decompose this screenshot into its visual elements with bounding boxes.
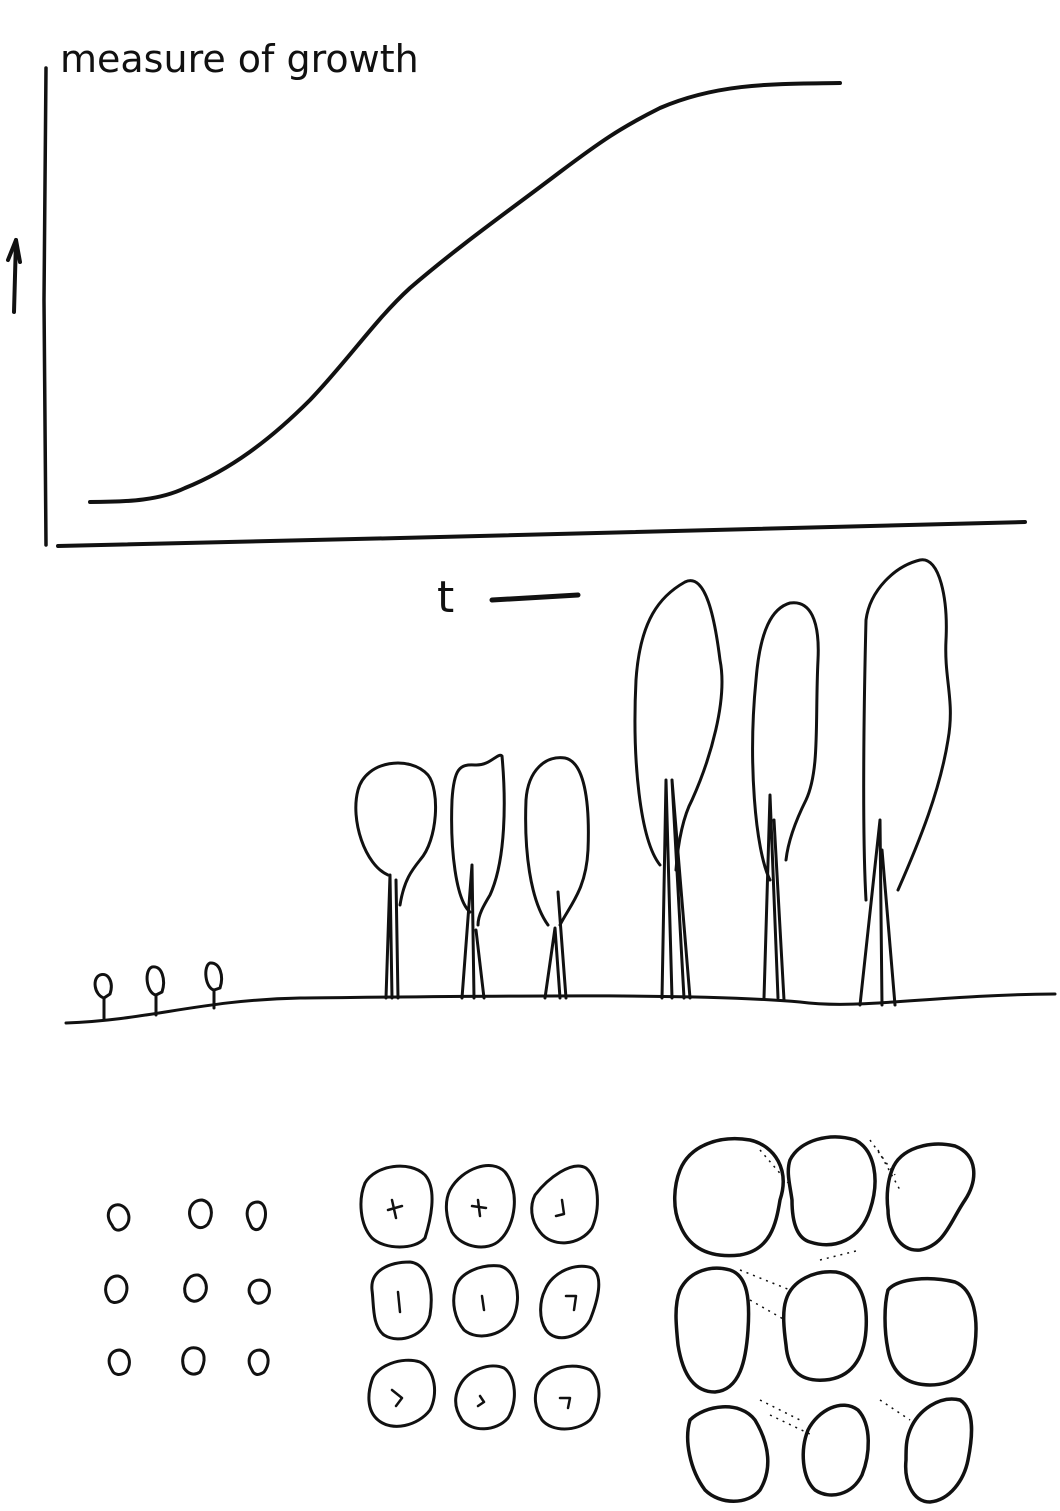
y-axis-arrow-icon [6,238,22,314]
mature-tree [751,601,820,1002]
crown-grid-mature [673,1135,978,1504]
pole-tree [524,756,590,1000]
pole-tree [450,753,506,1000]
mature-tree [858,558,952,1007]
y-axis-title: measure of growth [60,37,419,81]
pole-tree [354,761,438,1000]
crown-grid-pole [359,1164,601,1431]
seedling-tree [145,965,166,1017]
growth-curve [88,81,842,504]
mature-tree [633,579,724,1000]
seedling-tree [93,972,113,1022]
y-axis [42,66,48,547]
x-axis [56,520,1027,548]
x-axis-arrow-icon [489,592,581,603]
ground-line [64,992,1057,1025]
crown-grid-seedlings [104,1198,271,1376]
x-axis-title: t [437,572,454,623]
seedling-tree [204,961,224,1010]
